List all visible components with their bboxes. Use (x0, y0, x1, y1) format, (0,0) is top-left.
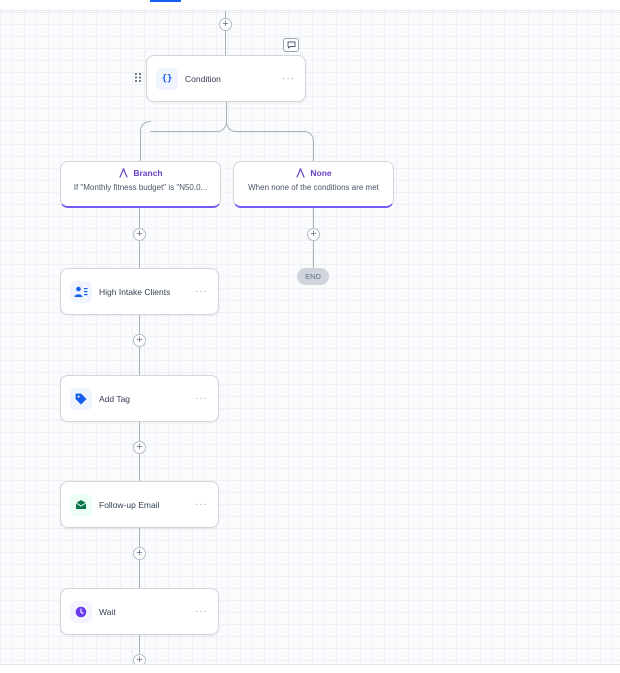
action-node-add-tag[interactable]: Add Tag ··· (60, 375, 219, 422)
action-label: Add Tag (99, 393, 131, 404)
branch-title: Branch (61, 168, 220, 178)
email-icon (70, 493, 92, 516)
plus-icon: + (310, 228, 317, 240)
add-step-button[interactable]: + (307, 228, 320, 241)
connector-line (313, 141, 314, 161)
bottom-scrollbar[interactable] (0, 664, 620, 673)
add-step-button[interactable]: + (133, 228, 146, 241)
more-options-icon[interactable]: ··· (195, 286, 208, 297)
action-label: Follow-up Email (99, 499, 160, 510)
more-options-icon[interactable]: ··· (282, 73, 295, 84)
branch-card[interactable]: Branch If "Monthly fitness budget" is "N… (60, 161, 221, 208)
branch-title-text: Branch (133, 168, 163, 178)
more-options-icon[interactable]: ··· (195, 606, 208, 617)
add-step-button[interactable]: + (133, 547, 146, 560)
comment-icon (287, 41, 295, 49)
plus-icon: + (136, 228, 143, 240)
action-node-wait[interactable]: Wait ··· (60, 588, 219, 635)
connector-line (140, 131, 141, 161)
condition-label: Condition (185, 73, 221, 84)
drag-handle-icon[interactable] (134, 72, 142, 86)
add-step-button[interactable]: + (219, 18, 232, 31)
more-options-icon[interactable]: ··· (195, 499, 208, 510)
none-branch-card[interactable]: None When none of the conditions are met (233, 161, 394, 208)
top-toolbar (0, 0, 620, 11)
connector-line (139, 635, 140, 664)
more-options-icon[interactable]: ··· (195, 393, 208, 404)
connector-line (226, 102, 227, 121)
branch-description: If "Monthly fitness budget" is "N50,0... (73, 183, 208, 192)
user-list-icon (70, 280, 92, 303)
plus-icon: + (136, 547, 143, 559)
action-label: Wait (99, 606, 116, 617)
plus-icon: + (136, 334, 143, 346)
connector-curve (140, 121, 151, 132)
connector-line (225, 11, 226, 55)
add-step-button[interactable]: + (133, 441, 146, 454)
none-branch-title: None (234, 168, 393, 178)
braces-icon: {} (156, 67, 178, 90)
condition-node[interactable]: {} Condition ··· (146, 55, 306, 102)
comment-button[interactable] (283, 38, 299, 52)
clock-icon (70, 600, 92, 623)
tag-icon (70, 387, 92, 410)
branch-icon (119, 168, 128, 178)
add-step-button[interactable]: + (133, 334, 146, 347)
none-branch-title-text: None (310, 168, 332, 178)
plus-icon: + (136, 441, 143, 453)
action-node-high-intake-clients[interactable]: High Intake Clients ··· (60, 268, 219, 315)
active-tab-indicator (150, 0, 181, 2)
plus-icon: + (222, 18, 229, 30)
branch-icon (296, 168, 305, 178)
end-label: END (305, 272, 321, 281)
action-label: High Intake Clients (99, 286, 171, 297)
connector-line (236, 131, 304, 132)
connector-line (150, 131, 217, 132)
none-branch-description: When none of the conditions are met (248, 183, 379, 192)
plus-icon: + (136, 654, 143, 666)
end-marker: END (297, 268, 329, 285)
action-node-follow-up-email[interactable]: Follow-up Email ··· (60, 481, 219, 528)
